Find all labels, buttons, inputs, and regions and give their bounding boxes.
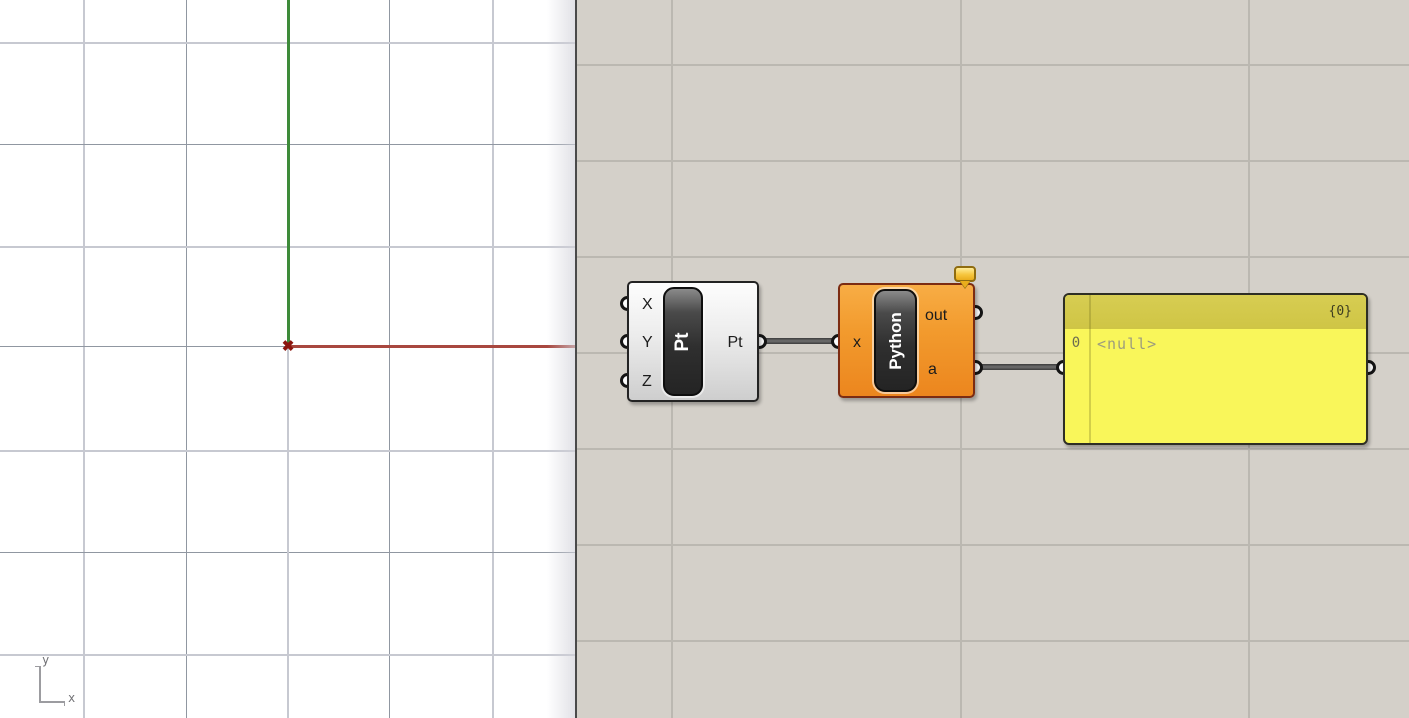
construct-point-capsule[interactable]: Pt: [663, 287, 703, 396]
x-axis-line: [288, 345, 575, 348]
input-label-x: X: [642, 296, 653, 313]
gizmo-y-tick: [35, 666, 40, 667]
viewport-edge-shadow: [547, 0, 575, 718]
output-label-a: a: [928, 361, 937, 378]
canvas-grid-line-horizontal: [577, 544, 1409, 546]
canvas-grid-line-horizontal: [577, 64, 1409, 66]
grid-line-vertical: [389, 0, 390, 718]
gizmo-y-line: [39, 666, 41, 702]
wire-pt-to-python[interactable]: [759, 338, 845, 344]
python-capsule-label: Python: [885, 311, 905, 370]
grid-line-origin-row: [0, 346, 288, 347]
axis-gizmo: y x: [30, 652, 90, 712]
origin-marker: ✖: [281, 338, 295, 355]
panel-index-separator: [1089, 295, 1091, 443]
canvas-grid-line-horizontal: [577, 352, 1409, 354]
rhino-viewport[interactable]: ✖ y x: [0, 0, 575, 718]
input-label-z: Z: [642, 373, 652, 390]
grid-line-vertical: [83, 0, 85, 718]
python-capsule[interactable]: Python: [874, 289, 917, 392]
wire-python-to-panel[interactable]: [975, 364, 1068, 370]
grid-line-vertical: [186, 0, 187, 718]
y-axis-line: [287, 0, 290, 348]
grid-line-vertical: [492, 0, 494, 718]
construct-point-component[interactable]: X Y Z Pt Pt: [627, 281, 759, 402]
grasshopper-canvas[interactable]: X Y Z Pt Pt x Python out a {0} 0 <nu: [575, 0, 1409, 718]
gizmo-x-tick: [64, 701, 65, 706]
panel-row-index: 0: [1071, 335, 1081, 351]
gizmo-x-line: [39, 701, 65, 703]
gizmo-x-label: x: [68, 691, 76, 705]
construct-point-capsule-label: Pt: [672, 332, 693, 351]
output-label-pt: Pt: [727, 334, 743, 351]
canvas-grid-line-horizontal: [577, 160, 1409, 162]
grid-line-origin-column: [287, 348, 289, 718]
input-label-y: Y: [642, 334, 653, 351]
canvas-grid-line-horizontal: [577, 256, 1409, 258]
python-component[interactable]: x Python out a: [838, 283, 975, 398]
canvas-grid-line-horizontal: [577, 640, 1409, 642]
canvas-grid-line-horizontal: [577, 448, 1409, 450]
input-label-python-x: x: [853, 334, 861, 351]
panel-component[interactable]: {0} 0 <null>: [1063, 293, 1368, 445]
gizmo-y-label: y: [42, 653, 50, 667]
warning-balloon-icon[interactable]: [954, 266, 976, 282]
panel-row: 0 <null>: [1065, 335, 1366, 353]
warning-balloon-tail: [960, 281, 970, 288]
panel-path-header: {0}: [1065, 295, 1366, 329]
panel-row-value: <null>: [1097, 335, 1158, 353]
output-label-out: out: [925, 307, 948, 324]
